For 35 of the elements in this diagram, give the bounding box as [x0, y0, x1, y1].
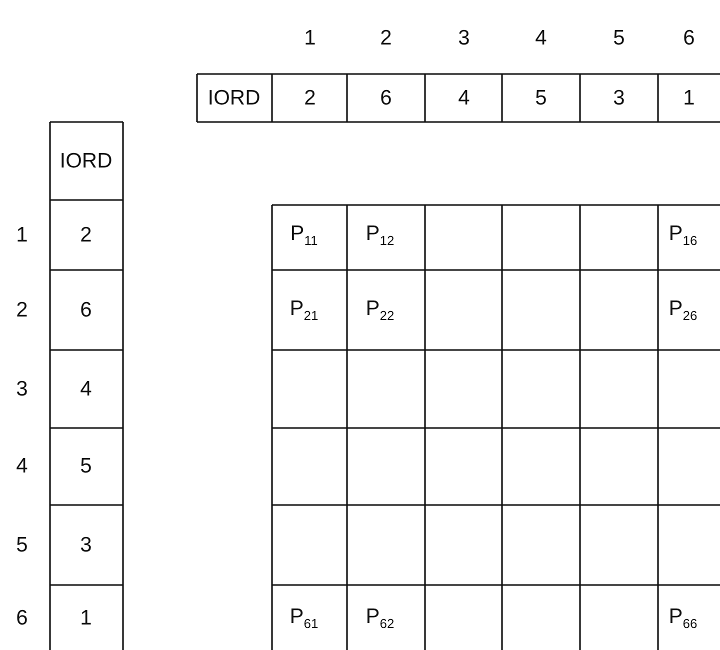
column-number: 3 — [458, 28, 470, 48]
column-number: 6 — [683, 28, 695, 48]
matrix-entry: P$_{12}$ — [366, 222, 394, 248]
table-value: 3 — [80, 534, 92, 556]
matrix-entry: P$_{22}$ — [366, 298, 394, 322]
table-header: IORD — [208, 88, 260, 108]
table-value: 4 — [80, 378, 92, 400]
table-value: 3 — [613, 88, 625, 108]
table-value: 1 — [683, 88, 695, 108]
table-value: 6 — [80, 300, 92, 320]
matrix-entry: P$_{62}$ — [366, 606, 394, 630]
table-value: 4 — [458, 88, 470, 108]
table-value: 2 — [304, 88, 316, 108]
row-number: 1 — [16, 224, 28, 246]
table-value: 5 — [80, 456, 92, 476]
column-number: 1 — [304, 28, 316, 48]
matrix-entry: P$_{21}$ — [290, 298, 318, 322]
table-value: 1 — [80, 608, 92, 628]
matrix-entry: P$_{26}$ — [668, 298, 698, 322]
matrix-entry: P$_{11}$ — [290, 222, 318, 248]
table-value: 5 — [535, 88, 547, 108]
row-number: 5 — [16, 534, 28, 556]
row-number: 2 — [16, 300, 28, 320]
column-number: 4 — [535, 28, 547, 48]
matrix-entry: P$_{16}$ — [668, 222, 698, 248]
matrix-entry: P$_{61}$ — [290, 606, 318, 630]
matrix-entry: P$_{66}$ — [668, 606, 698, 630]
row-number: 3 — [16, 378, 28, 400]
row-number: 6 — [16, 608, 28, 628]
row-number: 4 — [16, 456, 28, 476]
column-number: 5 — [613, 28, 625, 48]
table-header: IORD — [60, 150, 112, 172]
table-value: 6 — [380, 88, 392, 108]
table-value: 2 — [80, 224, 92, 246]
column-number: 2 — [380, 28, 392, 48]
